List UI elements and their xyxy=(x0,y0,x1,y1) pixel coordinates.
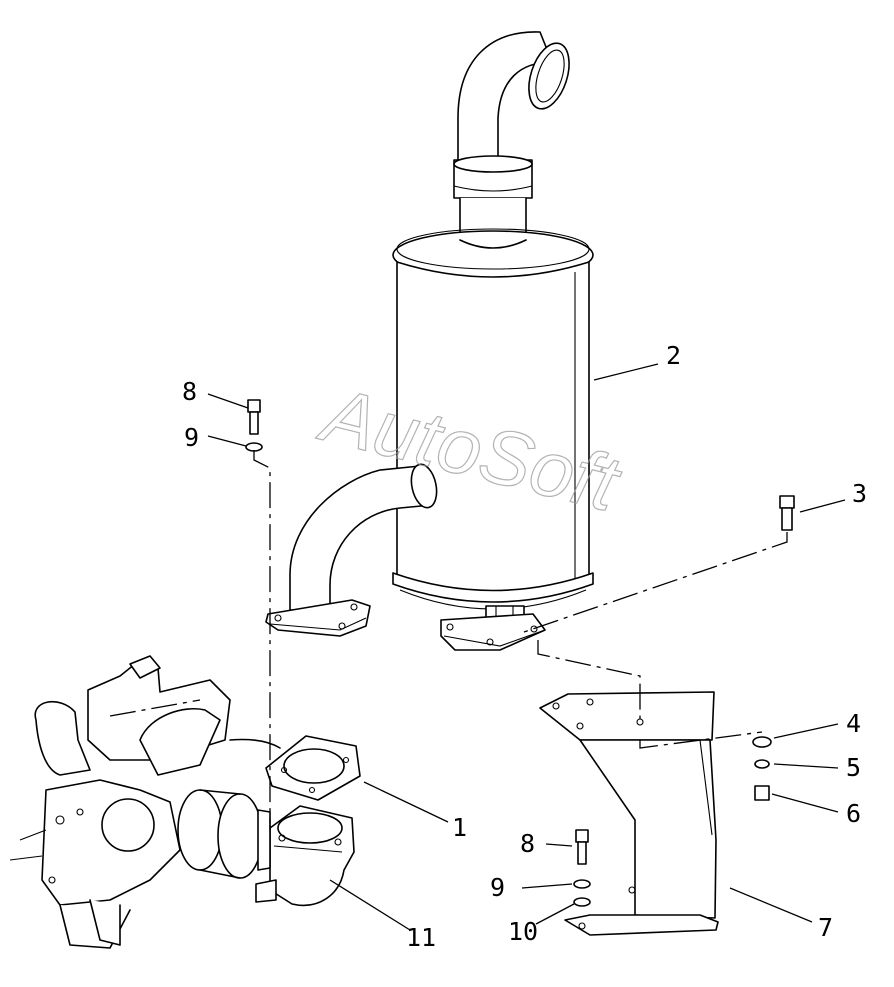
callout-11: 11 xyxy=(406,923,436,952)
bracket xyxy=(539,691,719,936)
leader-lines xyxy=(207,363,846,931)
callout-7: 7 xyxy=(818,913,833,942)
turbo-outlet-elbow xyxy=(255,805,355,907)
assembly-lines xyxy=(109,450,788,830)
turbocharger xyxy=(9,655,281,949)
callout-6: 6 xyxy=(846,799,861,828)
callout-4: 4 xyxy=(846,709,861,738)
callout-2: 2 xyxy=(666,341,681,370)
muffler xyxy=(392,31,594,651)
callout-9-lower: 9 xyxy=(490,873,505,902)
callout-1: 1 xyxy=(452,813,467,842)
fasteners xyxy=(245,399,795,907)
gasket xyxy=(265,735,361,801)
callout-labels: 1 2 3 4 5 6 7 8 8 9 9 10 11 xyxy=(182,341,867,952)
callout-8-lower: 8 xyxy=(520,829,535,858)
callout-5: 5 xyxy=(846,753,861,782)
callout-3: 3 xyxy=(852,479,867,508)
inlet-elbow-pipe xyxy=(265,463,438,637)
callout-9-upper: 9 xyxy=(184,423,199,452)
callout-10: 10 xyxy=(508,917,538,946)
callout-8-upper: 8 xyxy=(182,377,197,406)
